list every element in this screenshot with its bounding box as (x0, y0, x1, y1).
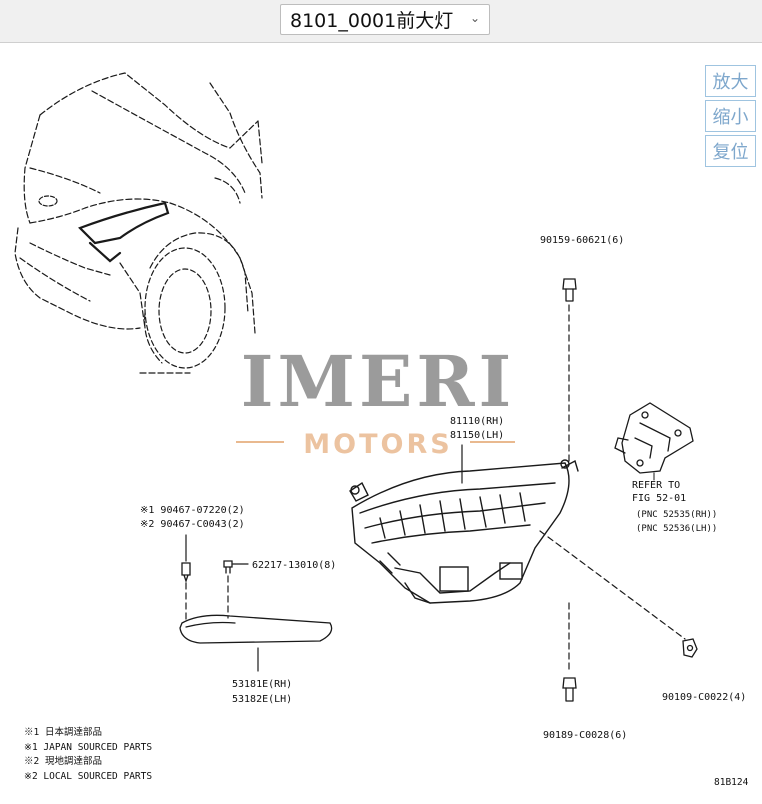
notes-block: ※1 日本調達部品 ※1 JAPAN SOURCED PARTS ※2 現地調達… (24, 726, 152, 782)
watermark: IMERI MOTORS (236, 340, 515, 460)
vehicle-tire (144, 247, 226, 369)
screw-part (223, 560, 233, 574)
label-cover-rh: 53181E(RH) (232, 679, 292, 690)
figure-code: 81B124 (714, 777, 749, 788)
bracket-part (614, 402, 694, 474)
reset-button[interactable]: 复位 (705, 135, 756, 167)
label-screw: 62217-13010(8) (252, 560, 336, 571)
note-2: ※1 JAPAN SOURCED PARTS (24, 742, 152, 753)
label-bolt-bottom: 90189-C0028(6) (543, 730, 627, 741)
reset-label: 复位 (712, 142, 749, 163)
bolt-bottom-part (562, 677, 577, 702)
watermark-line2: MOTORS (303, 429, 452, 460)
zoom-in-button[interactable]: 放大 (705, 65, 756, 97)
parts-diagram: IMERI MOTORS 90159-60621(6) 81110(RH) 81… (14, 72, 749, 788)
label-headlamp-rh: 81110(RH) (450, 416, 504, 427)
label-pnc-lh: (PNC 52536(LH)) (636, 524, 717, 534)
label-refer-1: REFER TO (632, 480, 680, 491)
label-bolt-top: 90159-60621(6) (540, 235, 624, 246)
watermark-line1: IMERI (241, 340, 516, 423)
zoom-out-button[interactable]: 缩小 (705, 100, 756, 132)
diagram-select-value: 8101_0001前大灯 (290, 10, 454, 32)
label-clip-2: ※2 90467-C0043(2) (140, 519, 245, 530)
chevron-down-icon[interactable]: ⌄ (469, 11, 480, 25)
emblem (38, 195, 58, 207)
label-cover-lh: 53182E(LH) (232, 694, 292, 705)
nut-right-part (682, 638, 698, 658)
label-refer-2: FIG 52-01 (632, 493, 686, 504)
zoom-in-label: 放大 (712, 72, 749, 93)
leader-nut-right (539, 530, 686, 640)
toolbar: 8101_0001前大灯 ⌄ (0, 0, 762, 43)
headlamp-assembly (349, 459, 579, 604)
cover-part (179, 614, 333, 644)
note-4: ※2 LOCAL SOURCED PARTS (24, 771, 152, 782)
diagram-select[interactable]: 8101_0001前大灯 ⌄ (280, 4, 490, 35)
bolt-top-part (562, 278, 577, 302)
label-headlamp-lh: 81150(LH) (450, 430, 504, 441)
note-3: ※2 現地調達部品 (24, 755, 102, 767)
vehicle-headlamp-highlight (78, 201, 170, 263)
diagram-canvas[interactable]: IMERI MOTORS 90159-60621(6) 81110(RH) 81… (0, 43, 762, 800)
label-clip-1: ※1 90467-07220(2) (140, 505, 245, 516)
zoom-out-label: 缩小 (712, 107, 749, 128)
vehicle-illustration (14, 72, 263, 374)
label-pnc-rh: (PNC 52535(RH)) (636, 510, 717, 520)
clip-part (181, 562, 191, 584)
note-1: ※1 日本調達部品 (24, 726, 102, 738)
label-nut-right: 90109-C0022(4) (662, 692, 746, 703)
